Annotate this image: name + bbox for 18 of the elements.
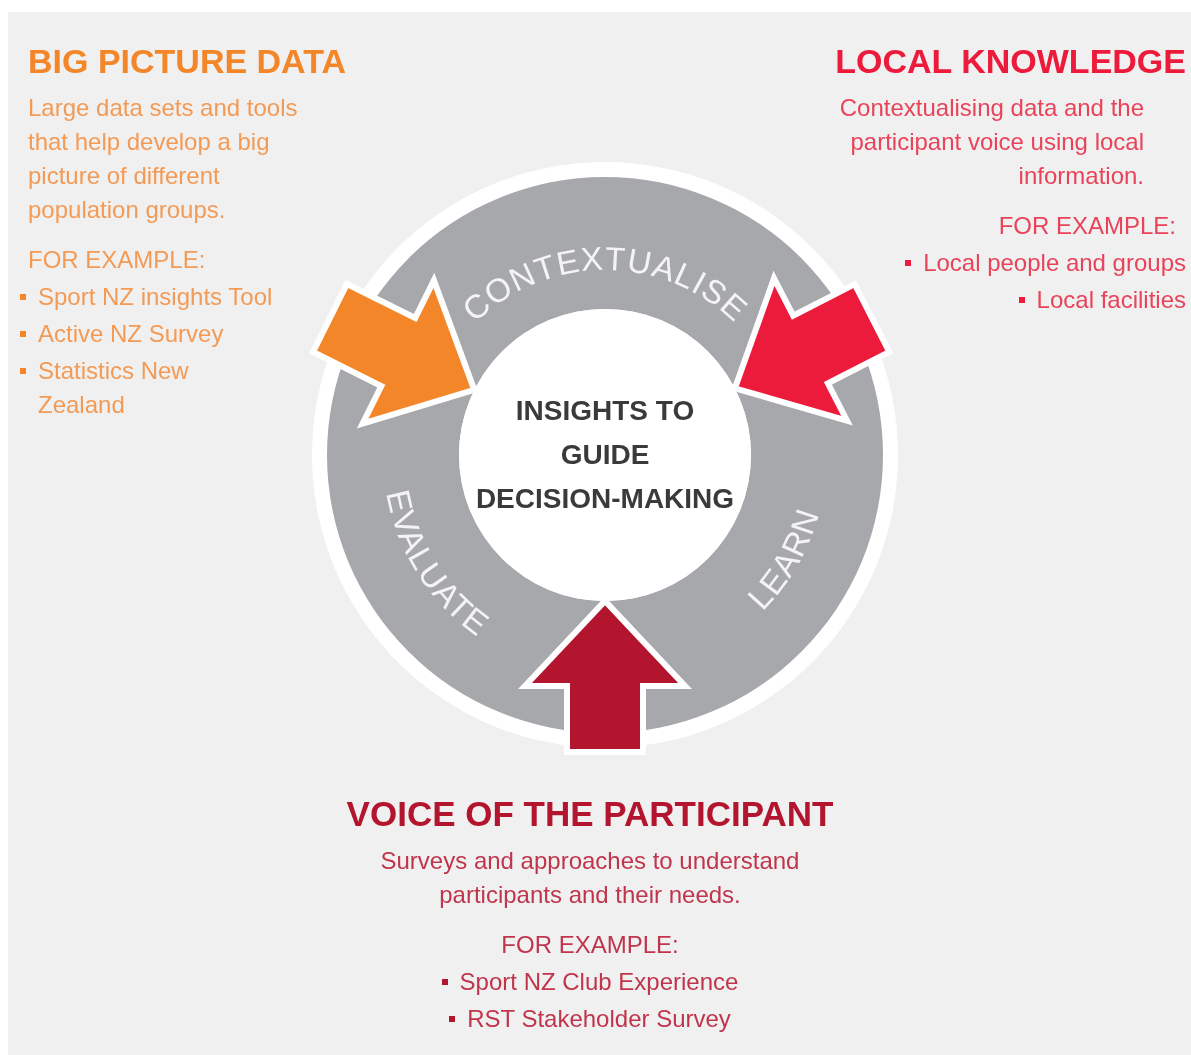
section-heading: VOICE OF THE PARTICIPANT bbox=[345, 793, 835, 835]
example-heading: FOR EXAMPLE: bbox=[28, 244, 207, 275]
example-item: Active NZ Survey bbox=[38, 318, 224, 349]
section-heading: LOCAL KNOWLEDGE bbox=[834, 41, 1186, 82]
example-item: Sport NZ insights Tool bbox=[38, 281, 273, 312]
example-item: Local facilities bbox=[1036, 284, 1186, 315]
block-arrow bbox=[731, 270, 894, 426]
section-description: Surveys and approaches to understand participants and their needs. bbox=[379, 845, 801, 910]
example-item: RST Stakeholder Survey bbox=[467, 1003, 731, 1034]
example-item: Sport NZ Club Experience bbox=[459, 966, 739, 997]
example-heading: FOR EXAMPLE: bbox=[500, 929, 680, 960]
block-arrow bbox=[309, 272, 479, 429]
example-item: Statistics New Zealand bbox=[38, 355, 190, 420]
example-item: Local people and groups bbox=[923, 247, 1186, 278]
example-heading: FOR EXAMPLE: bbox=[997, 210, 1176, 241]
section-heading: BIG PICTURE DATA bbox=[28, 41, 347, 82]
section-description: Large data sets and tools that help develop a big picture of different population groups. bbox=[28, 92, 299, 225]
section-description: Contextualising data and the participant voice using local information. bbox=[838, 92, 1144, 191]
